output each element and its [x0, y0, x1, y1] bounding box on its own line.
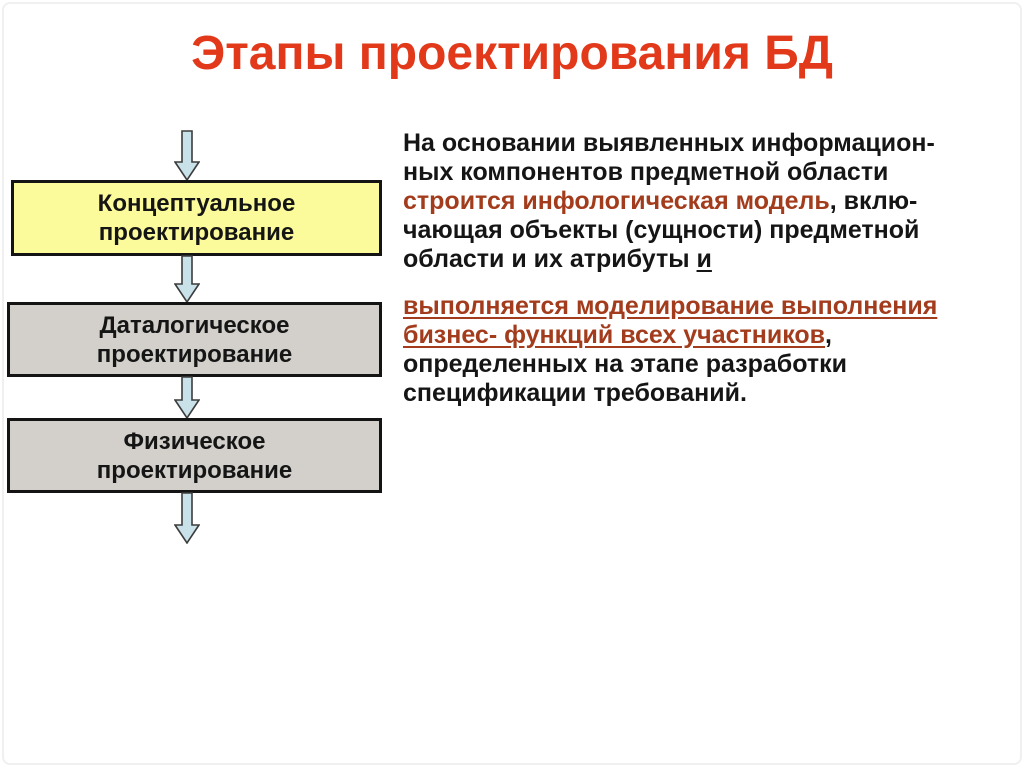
paragraph-1: На основании выявленных информацион- ных…: [403, 129, 1018, 274]
box-label-line: проектирование: [98, 219, 295, 246]
flow-box-conceptual-design: Концептуальное проектирование: [11, 180, 382, 256]
text-line: На основании выявленных информацион-: [403, 129, 1018, 158]
text-line: спецификации требований.: [403, 379, 1018, 408]
text-segment-accent-underlined: выполняется моделирование выполнения: [403, 292, 938, 320]
box-label-line: проектирование: [96, 456, 293, 484]
text-segment: , вклю-: [829, 187, 918, 215]
text-line: строится инфологическая модель, вклю-: [403, 187, 1018, 216]
text-line: области и их атрибуты и: [403, 245, 1018, 274]
text-line: определенных на этапе разработки: [403, 350, 1018, 379]
text-segment-accent-underlined: бизнес- функций всех участников: [403, 321, 826, 349]
box-label-line: Физическое: [123, 427, 266, 455]
text-line: бизнес- функций всех участников,: [403, 321, 1018, 350]
text-line: чающая объекты (сущности) предметной: [403, 216, 1018, 245]
down-arrow-icon-3: [174, 376, 200, 419]
text-line: выполняется моделирование выполнения: [403, 292, 1018, 321]
text-segment: определенных на этапе разработки: [403, 350, 847, 378]
text-segment: На основании выявленных информацион-: [403, 129, 935, 157]
flow-box-datalogical-design: Даталогическое проектирование: [7, 302, 382, 377]
down-arrow-icon-4: [174, 492, 200, 544]
body-text: На основании выявленных информацион- ных…: [403, 129, 1018, 408]
text-segment: спецификации требований.: [403, 379, 747, 407]
text-segment: области и их атрибуты: [403, 245, 697, 273]
text-segment-underlined: и: [696, 245, 712, 273]
text-line: ных компонентов предметной области: [403, 158, 1018, 187]
text-segment: ных компонентов предметной области: [403, 158, 889, 186]
text-segment-accent: строится инфологическая модель: [403, 187, 830, 215]
down-arrow-icon-2: [174, 255, 200, 303]
text-segment: чающая объекты (сущности) предметной: [403, 216, 920, 244]
page-title: Этапы проектирования БД: [191, 27, 833, 80]
paragraph-2: выполняется моделирование выполнения биз…: [403, 292, 1018, 408]
text-segment: ,: [825, 321, 832, 349]
down-arrow-icon-1: [174, 130, 200, 181]
flow-box-physical-design: Физическое проектирование: [7, 418, 382, 493]
box-label-line: Даталогическое: [99, 311, 290, 339]
box-label-line: проектирование: [96, 340, 293, 368]
box-label-line: Концептуальное: [97, 190, 296, 217]
